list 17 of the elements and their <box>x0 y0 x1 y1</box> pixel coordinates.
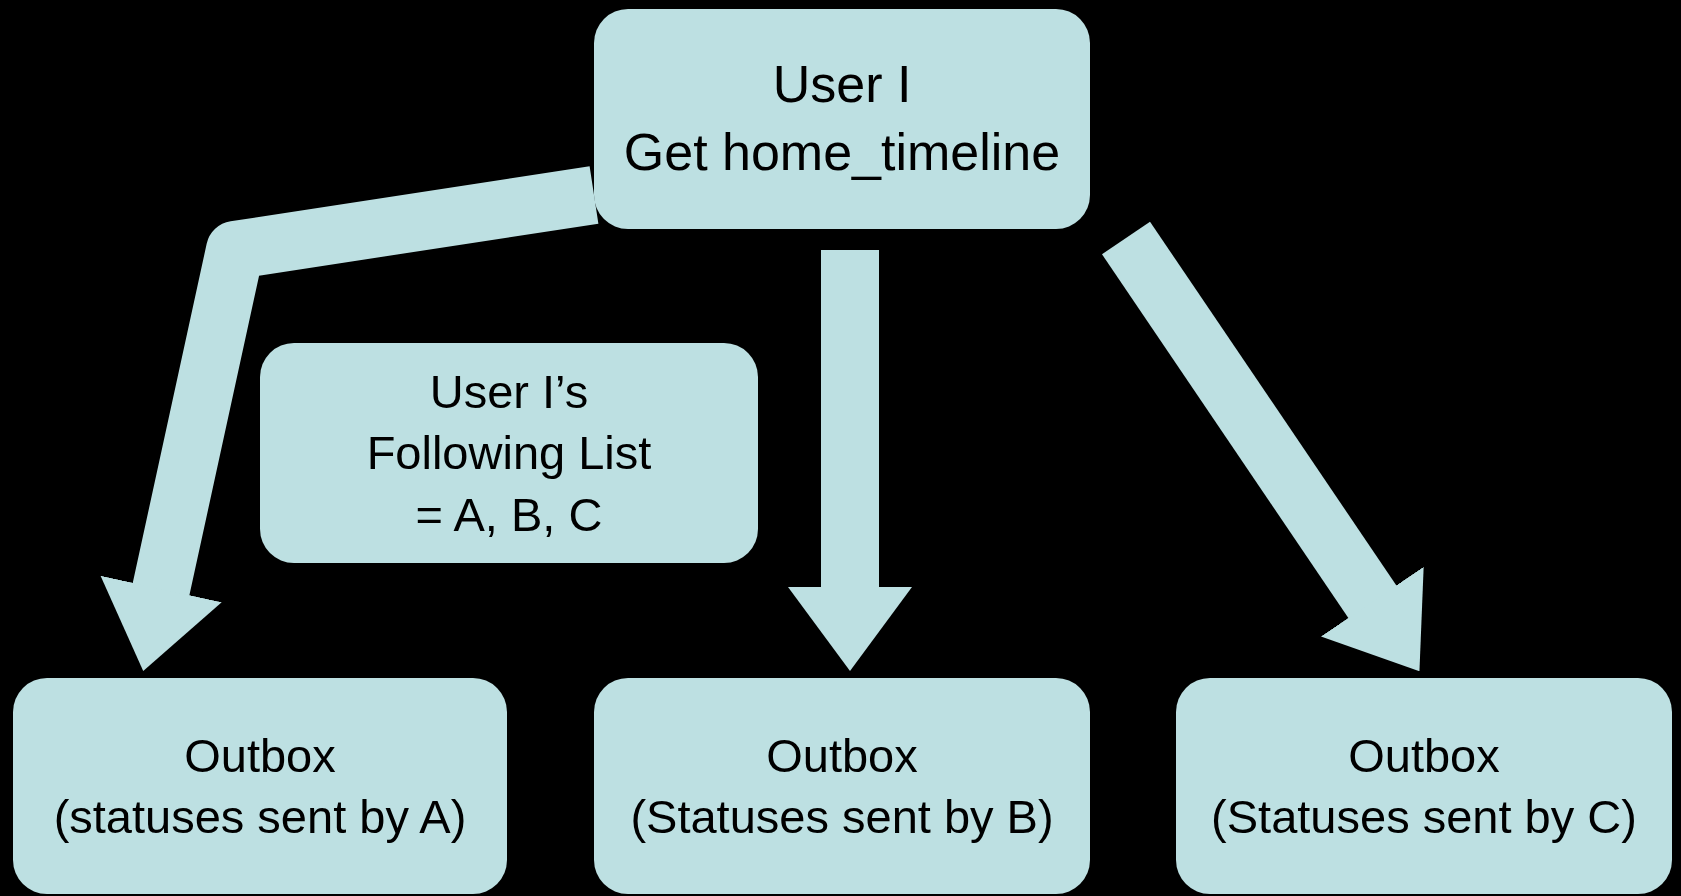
outbox-box <box>594 678 1090 894</box>
outbox-box <box>1176 678 1672 894</box>
block-arrow <box>788 250 912 671</box>
block-arrow <box>100 166 599 671</box>
node-text: (Statuses sent by C) <box>1211 789 1637 845</box>
node-text: Outbox <box>184 727 336 784</box>
node-text: Outbox <box>1348 727 1500 784</box>
node-text: User I <box>772 54 912 116</box>
node-text: Outbox <box>766 727 918 784</box>
note-box <box>260 343 758 563</box>
block-arrow <box>1102 221 1424 672</box>
node-text: (statuses sent by A) <box>53 789 467 845</box>
node-text: Get home_timeline <box>623 122 1061 183</box>
outbox-box <box>13 678 507 894</box>
node-text: User I’s Following List = A, B, C <box>365 364 653 543</box>
process-box <box>594 9 1090 229</box>
node-text: (Statuses sent by B) <box>630 789 1054 845</box>
